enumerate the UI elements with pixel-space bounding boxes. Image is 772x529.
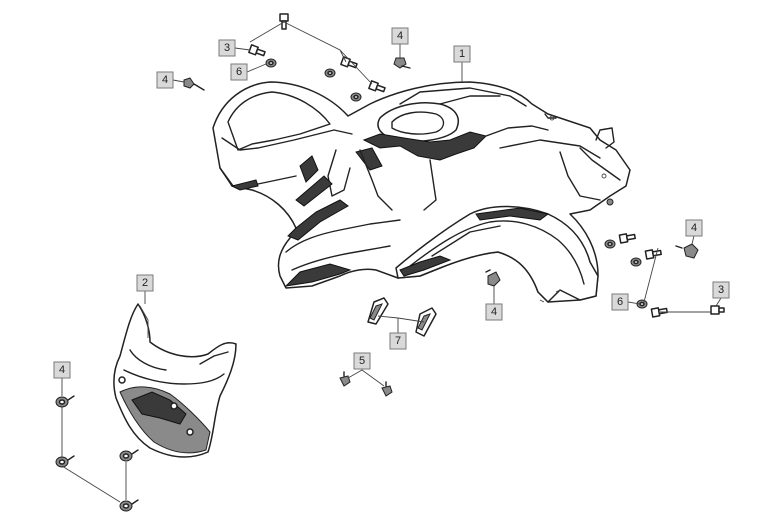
leader-lines	[61, 44, 722, 396]
screw-icon	[119, 449, 139, 462]
front-panel	[113, 303, 237, 458]
svg-text:4: 4	[59, 364, 65, 376]
svg-text:3: 3	[718, 284, 724, 296]
screw-icon	[485, 269, 501, 287]
bolt-icon	[644, 249, 662, 260]
callout-part-4-left: 4	[156, 71, 174, 89]
screw-icon	[183, 77, 205, 91]
bolt-icon	[248, 44, 266, 57]
callout-part-4-right: 4	[685, 219, 703, 237]
bolt-icon	[650, 307, 668, 318]
screw-icon	[55, 395, 75, 408]
bottom-left-screws	[55, 395, 139, 512]
screw-icon	[393, 57, 411, 69]
callout-part-6-right: 6	[611, 293, 629, 311]
bolt-icon	[368, 80, 386, 93]
top-bolts	[248, 13, 386, 102]
clips	[367, 297, 437, 337]
svg-text:4: 4	[491, 306, 497, 318]
callout-part-3-top: 3	[218, 39, 236, 57]
front-fender	[212, 81, 631, 303]
callout-part-3-right: 3	[712, 281, 730, 299]
svg-text:6: 6	[617, 296, 623, 308]
callout-part-2: 2	[136, 274, 154, 292]
svg-text:4: 4	[397, 30, 403, 42]
svg-text:5: 5	[359, 355, 365, 367]
right-bolts	[604, 233, 725, 318]
callout-part-1: 1	[453, 45, 471, 63]
svg-text:1: 1	[459, 48, 465, 60]
screw-icon	[675, 243, 699, 259]
svg-text:4: 4	[162, 74, 168, 86]
bolt-icon	[710, 305, 725, 315]
svg-text:3: 3	[224, 42, 230, 54]
svg-text:2: 2	[142, 277, 148, 289]
screw-icon	[119, 499, 139, 512]
bolt-icon	[279, 13, 289, 30]
nut-icon	[265, 58, 362, 102]
callout-part-7: 7	[389, 332, 407, 350]
callout-part-6-top: 6	[230, 63, 248, 81]
svg-text:4: 4	[691, 222, 697, 234]
svg-text:6: 6	[236, 66, 242, 78]
callout-part-4-top: 4	[391, 27, 409, 45]
callout-part-4-center: 4	[485, 303, 503, 321]
tapping-screws	[339, 369, 393, 397]
callout-part-4-bottom-left: 4	[53, 361, 71, 379]
bolt-icon	[340, 56, 358, 69]
callout-part-5: 5	[353, 352, 371, 370]
svg-text:7: 7	[395, 335, 401, 347]
bolt-icon	[618, 233, 636, 244]
screw-icon	[55, 455, 75, 468]
